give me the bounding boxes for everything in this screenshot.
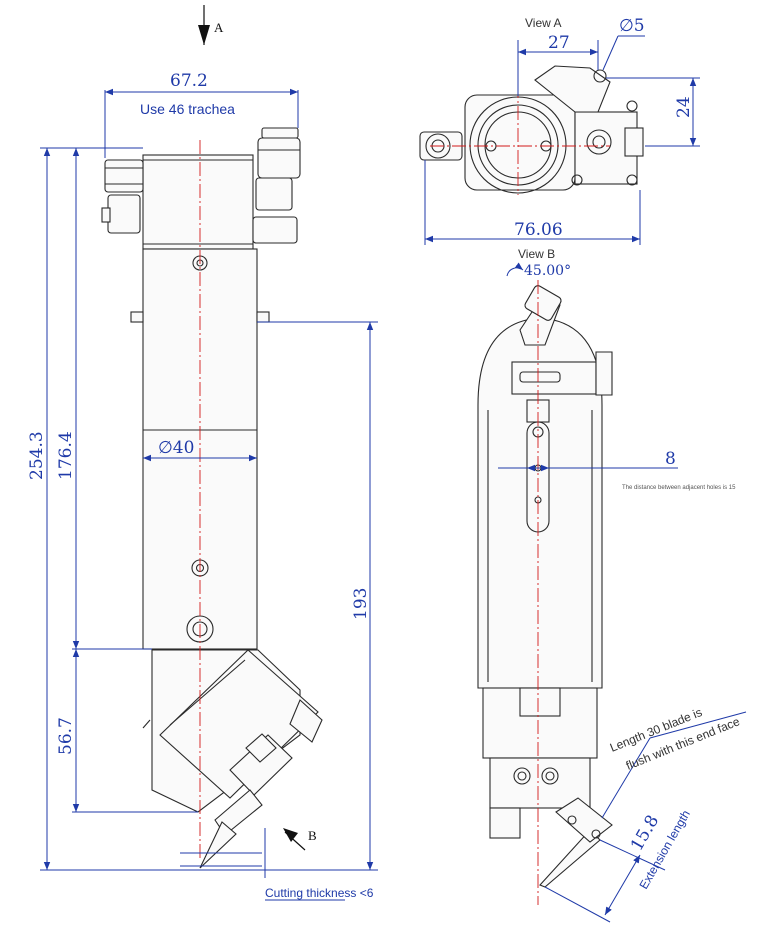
cutter-head	[142, 649, 323, 869]
view-a: View A 27 ∅5 24	[419, 16, 700, 245]
dim-view-a-hole: ∅5	[619, 16, 645, 36]
right-air-fitting	[252, 127, 301, 244]
trachea-note: Use 46 trachea	[140, 101, 235, 117]
view-a-arrow-label: A	[214, 20, 224, 35]
dim-tip-height: 56.7	[56, 717, 76, 755]
dim-view-a-offset: 27	[548, 33, 570, 53]
dim-hole-spacing: 8	[665, 449, 676, 469]
dim-overall-height: 254.3	[27, 431, 47, 480]
front-view: A B 67.2 Use 46 trachea 254.3 176.4 56.7…	[27, 5, 378, 901]
left-air-fitting	[101, 159, 144, 234]
dim-body-height: 176.4	[56, 431, 76, 480]
view-b-arrow-label: B	[308, 828, 317, 843]
view-b: View B 45.00°	[477, 247, 747, 923]
view-b-label: View B	[518, 247, 555, 261]
dim-view-a-width: 76.06	[514, 220, 563, 240]
cutting-thickness-note: Cutting thickness <6	[265, 886, 374, 900]
dim-width-top: 67.2	[170, 71, 208, 91]
head-block	[142, 154, 254, 250]
dim-view-a-bracket: 24	[674, 96, 694, 118]
view-a-label: View A	[525, 16, 561, 30]
dim-diameter: ∅40	[158, 438, 194, 458]
dim-angle: 45.00°	[524, 263, 571, 279]
adjacent-holes-note: The distance between adjacent holes is 1…	[622, 485, 736, 491]
dim-lower-height: 193	[351, 588, 371, 620]
